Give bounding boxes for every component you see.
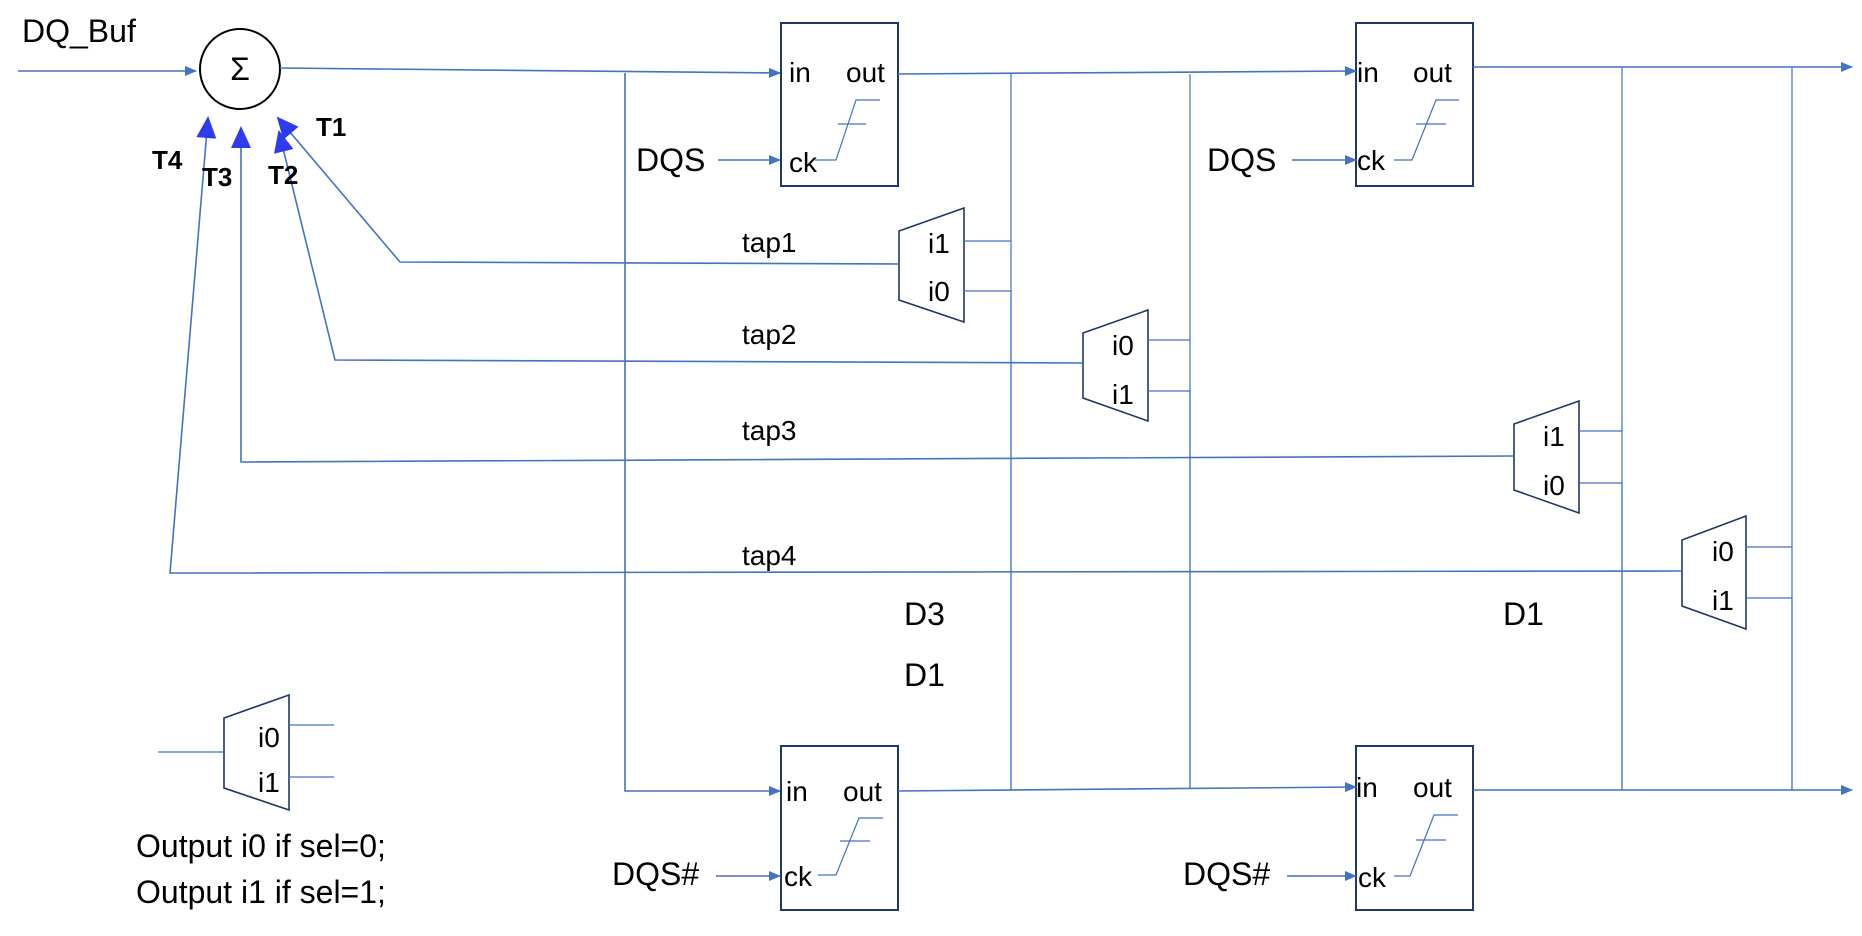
ff2-in-label: in [1357, 57, 1379, 88]
mux1-i0-wire [964, 290, 1012, 790]
ff4-clock-label: DQS# [1183, 856, 1270, 892]
ff4-out-label: out [1413, 772, 1452, 803]
mux3-i1-label: i1 [1543, 421, 1565, 452]
summing-node [199, 28, 281, 110]
ff4-ck-label: ck [1358, 862, 1387, 893]
sum-output-wire [279, 67, 781, 78]
ff3-to-ff4-wire [897, 782, 1357, 793]
flipflop-ff4: in out ck [1355, 745, 1474, 911]
d1-right-label: D1 [1503, 596, 1544, 632]
legend-i1-label: i1 [258, 767, 280, 798]
ff4-in-label: in [1356, 772, 1378, 803]
mux-tap4: i0 i1 [1681, 514, 1747, 631]
sum-symbol: Σ [230, 51, 250, 87]
ff2-clock-edge-icon [1394, 99, 1459, 161]
mux2-i0-label: i0 [1112, 330, 1134, 361]
ff2-ck-label: ck [1357, 145, 1386, 176]
mux-tap1: i1 i0 [898, 206, 965, 324]
ff1-in-label: in [789, 57, 811, 88]
tap4-label: tap4 [742, 540, 797, 571]
input-label: DQ_Buf [22, 13, 136, 49]
ff1-clock-edge-icon [815, 99, 880, 161]
ff1-clock-label: DQS [636, 142, 705, 178]
flipflop-ff2: in out ck [1355, 22, 1474, 187]
ff1-out-label: out [846, 57, 885, 88]
ff3-clock-label: DQS# [612, 856, 699, 892]
tap1-feedback-wire [276, 116, 900, 265]
ff1-to-ff2-wire [897, 66, 1357, 77]
mux2-i1-label: i1 [1112, 379, 1134, 410]
ff3-in-label: in [786, 776, 808, 807]
legend-line-1: Output i0 if sel=0; [136, 828, 386, 864]
tap1-label: tap1 [742, 227, 797, 258]
ff2-clock-label: DQS [1207, 142, 1276, 178]
ff3-clock-edge-icon [818, 817, 883, 876]
legend-line-2: Output i1 if sel=1; [136, 874, 386, 910]
tap3-label: tap3 [742, 415, 797, 446]
mux4-i1-wire [1746, 597, 1793, 790]
mux2-i1-wire [1148, 390, 1191, 789]
mux3-i0-label: i0 [1543, 470, 1565, 501]
tap2-label: tap2 [742, 319, 797, 350]
mux1-i0-label: i0 [928, 276, 950, 307]
mux4-i0-label: i0 [1712, 536, 1734, 567]
ff2-out-label: out [1413, 57, 1452, 88]
d1-left-label: D1 [904, 657, 945, 693]
ff3-out-label: out [843, 776, 882, 807]
mux1-i1-label: i1 [928, 228, 950, 259]
flipflop-ff3: in out ck [780, 745, 899, 911]
flipflop-ff1: in out ck [780, 22, 899, 187]
legend-mux: i0 i1 [158, 693, 334, 812]
t1-label: T1 [316, 112, 346, 142]
mux-tap2: i0 i1 [1082, 308, 1149, 423]
mux3-i0-wire [1579, 482, 1623, 790]
ff3-ck-label: ck [784, 861, 813, 892]
mux-tap3: i1 i0 [1513, 399, 1580, 515]
sum-to-ff3-wire [624, 73, 781, 796]
d3-label: D3 [904, 596, 945, 632]
t4-label: T4 [152, 145, 183, 175]
t3-label: T3 [202, 162, 232, 192]
legend-i0-label: i0 [258, 722, 280, 753]
tap2-feedback-wire [274, 130, 1084, 364]
tap3-feedback-wire [231, 126, 1515, 463]
t2-label: T2 [268, 160, 298, 190]
ff1-ck-label: ck [789, 147, 818, 178]
tap4-feedback-wire [169, 116, 1683, 574]
mux4-i1-label: i1 [1712, 585, 1734, 616]
ff4-clock-edge-icon [1394, 814, 1458, 877]
